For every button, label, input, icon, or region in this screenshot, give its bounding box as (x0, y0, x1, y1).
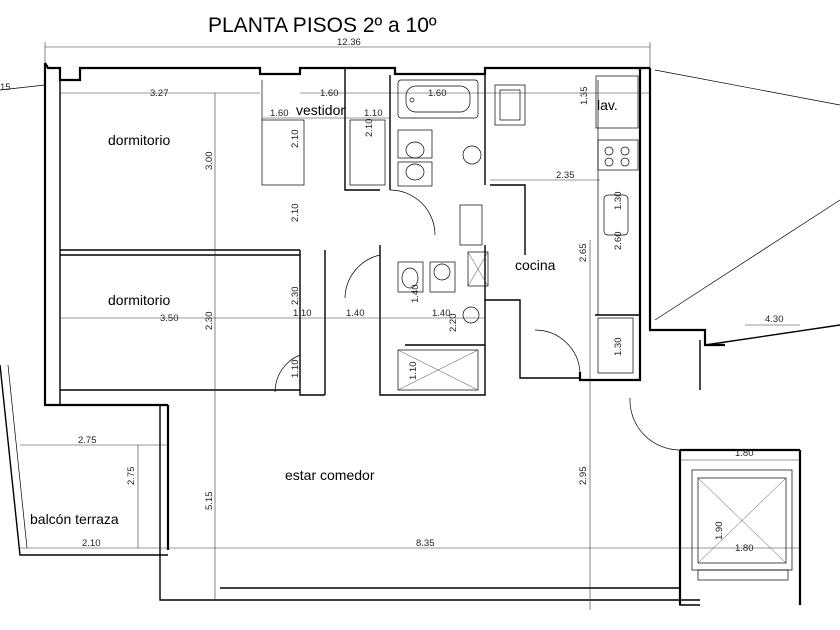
dimension-label: 1.90 (714, 522, 725, 541)
dimension-label: 2.10 (290, 204, 301, 223)
dimension-label: 2.30 (204, 312, 215, 331)
dimension-label: 2.65 (578, 244, 589, 263)
dimension-label: 2.35 (556, 170, 575, 181)
dimension-label: 2.10 (290, 130, 301, 149)
dimension-label: 5.15 (204, 492, 215, 511)
dimension-label: 1.40 (432, 308, 451, 319)
dimension-label: 2.75 (126, 467, 137, 486)
room-label-balcon-terraza: balcón terraza (30, 511, 119, 527)
room-label-dormitorio-2: dormitorio (108, 292, 170, 308)
dimension-label: 1.30 (613, 338, 624, 357)
outer-walls (43, 62, 840, 606)
dimension-label: 3.00 (204, 152, 215, 171)
dimension-label: 1.80 (735, 543, 754, 554)
room-label-vestidor: vestidor (296, 102, 345, 118)
dimension-lines (20, 92, 800, 610)
dimension-label: 2.95 (578, 467, 589, 486)
door-swings (274, 69, 840, 451)
dimension-label: 1.40 (410, 285, 421, 304)
dimension-label: 1.60 (270, 108, 289, 119)
dimension-label: 1.10 (290, 360, 301, 379)
kitchen-fixtures (494, 75, 639, 374)
dimension-label: 2.10 (82, 538, 101, 549)
dimension-label: 1.40 (346, 308, 365, 319)
dimension-label: 2.75 (78, 435, 97, 446)
dimension-label: 2.10 (364, 119, 375, 138)
interior-walls (60, 68, 640, 396)
dimension-label: 8.35 (416, 538, 435, 549)
dimension-label: 3.50 (160, 313, 179, 324)
dimension-label: 1.35 (579, 87, 590, 106)
dimension-label: 15 (0, 82, 11, 93)
dimension-label: 1.10 (364, 108, 383, 119)
dimension-label: 2.20 (448, 314, 459, 333)
room-label-cocina: cocina (515, 257, 556, 273)
room-label-estar-comedor: estar comedor (285, 467, 375, 483)
dimension-label: 2.30 (290, 287, 301, 306)
dimension-label: 1.10 (293, 308, 312, 319)
dimension-label: 1.10 (408, 362, 419, 381)
dimension-label: 1.80 (735, 448, 754, 459)
dimension-label: 1.60 (320, 88, 339, 99)
vestidor-closet (261, 80, 386, 186)
bathroom-fixtures-lower (397, 251, 489, 391)
bathroom-fixtures-upper (397, 79, 483, 246)
room-label-dormitorio-1: dormitorio (108, 132, 170, 148)
plan-title: PLANTA PISOS 2º a 10º (208, 14, 437, 37)
dimension-label: 4.30 (765, 314, 784, 325)
room-label-lav: lav. (597, 97, 618, 113)
dimension-label: 12.36 (337, 37, 361, 48)
balcony-outline (0, 84, 168, 556)
dimension-label: 1.30 (613, 192, 624, 211)
dimension-label: 1.60 (428, 88, 447, 99)
dimension-label: 2.60 (613, 232, 624, 251)
dimension-label: 3.27 (150, 88, 169, 99)
elevator-core (691, 469, 793, 581)
